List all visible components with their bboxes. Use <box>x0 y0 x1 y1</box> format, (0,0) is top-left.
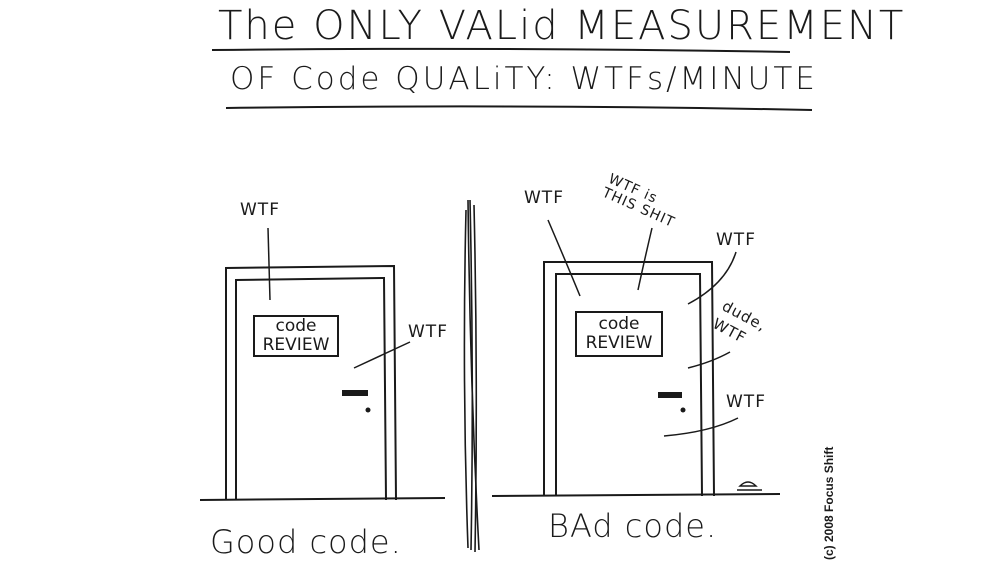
good-floor <box>199 497 446 501</box>
bad-door-keyhole <box>680 407 686 413</box>
title-underline-1 <box>211 47 791 53</box>
good-door-handle <box>342 390 368 396</box>
good-door-sign: code REVIEW <box>262 316 330 355</box>
bad-floor <box>491 493 781 497</box>
bad-wtf-label-3: WTF <box>716 230 756 250</box>
good-wtf-label-1: WTF <box>240 200 280 220</box>
good-wtf-label-2: WTF <box>408 322 448 342</box>
bad-wtf-label-1: WTF <box>524 188 564 208</box>
title-underline-2 <box>225 105 813 111</box>
good-door <box>225 227 411 501</box>
bad-door <box>543 219 739 497</box>
good-door-keyhole <box>365 407 371 413</box>
title-line-2: OF Code QUALiTY: WTFs/MINUTE <box>230 61 818 97</box>
copyright-notice: (c) 2008 Focus Shift <box>822 446 836 560</box>
bad-door-handle <box>658 392 682 398</box>
bad-door-sign: code REVIEW <box>585 314 653 353</box>
bad-caption: BAd code. <box>548 507 718 545</box>
title-line-1: The ONLY VALid MEASUREMENT <box>218 3 906 49</box>
panel-divider <box>463 199 480 553</box>
good-caption: Good code. <box>210 523 402 561</box>
artist-signature <box>737 481 762 491</box>
bad-wtf-label-5: WTF <box>726 392 766 412</box>
